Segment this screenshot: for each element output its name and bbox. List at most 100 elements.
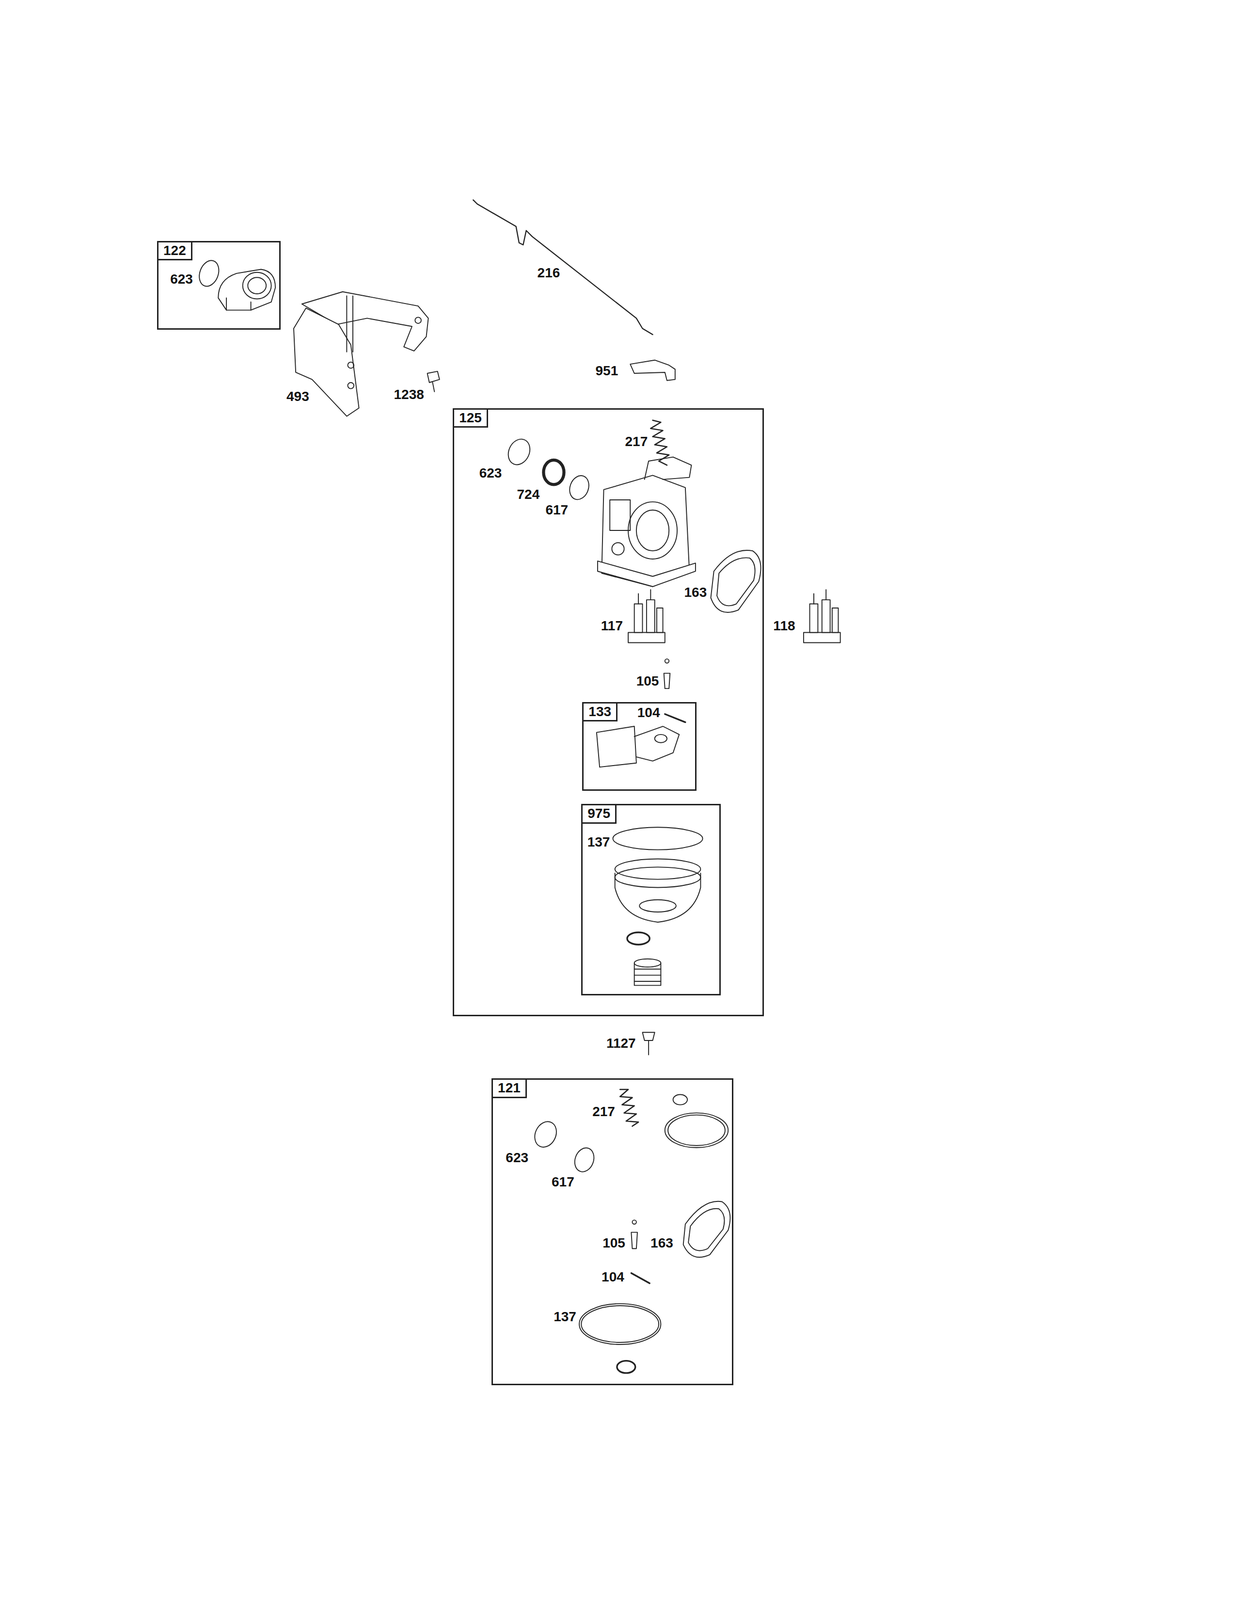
callout-number: 617 xyxy=(551,1174,575,1190)
gasket-part xyxy=(710,550,761,613)
callout-number: 105 xyxy=(636,673,660,689)
float-bowl-part xyxy=(615,858,701,880)
kit-parts xyxy=(631,1232,638,1249)
jet-part xyxy=(664,673,671,689)
callout-number: 493 xyxy=(286,389,310,405)
solenoid-part xyxy=(656,607,664,633)
o-ring-part xyxy=(504,435,534,468)
jet-part xyxy=(664,658,671,689)
callout-number: 216 xyxy=(537,265,561,281)
parts-kit-box: 125217623724617163117105133104975137 xyxy=(452,408,764,1016)
solenoid-part xyxy=(809,603,819,633)
link-part xyxy=(630,360,676,381)
parts-kit-box: 122 623 xyxy=(157,240,281,330)
carburetor-body xyxy=(628,501,678,559)
kit-parts xyxy=(683,1201,731,1257)
callout-number: 1238 xyxy=(394,387,425,403)
solenoid-part xyxy=(646,599,655,633)
carburetor-body xyxy=(597,560,696,587)
kit-parts xyxy=(571,1144,598,1174)
callout-number: 118 xyxy=(773,618,795,634)
kit-parts xyxy=(631,1272,650,1284)
kit-parts xyxy=(665,1112,729,1148)
fitting-part xyxy=(218,269,276,310)
callout-number: 1127 xyxy=(606,1035,636,1051)
kit-number: 125 xyxy=(454,409,489,428)
gasket-part xyxy=(710,550,761,613)
bracket-part xyxy=(346,295,353,352)
callout-number: 617 xyxy=(545,502,569,518)
bolt-part xyxy=(642,1031,655,1041)
solenoid-part xyxy=(628,632,666,643)
bracket-part xyxy=(347,362,354,369)
float-part xyxy=(596,713,686,767)
bracket-part xyxy=(347,382,354,389)
kit-parts xyxy=(632,1219,636,1224)
callout-number: 163 xyxy=(650,1235,674,1251)
fitting-part xyxy=(247,277,267,294)
callout-number: 117 xyxy=(601,618,623,634)
o-ring-part xyxy=(543,459,564,485)
callout-number: 137 xyxy=(587,834,611,850)
link-part xyxy=(630,360,676,381)
kit-parts xyxy=(530,1117,561,1151)
bolt-part xyxy=(427,371,440,392)
float-bowl-part xyxy=(612,826,703,850)
kit-number: 975 xyxy=(582,805,617,824)
bolt-part xyxy=(642,1031,655,1055)
solenoid-part xyxy=(813,589,826,604)
governor-wire xyxy=(473,199,653,335)
o-ring-part xyxy=(566,472,593,502)
carburetor-body xyxy=(609,499,631,531)
callout-number: 951 xyxy=(595,363,618,379)
float-bowl-part xyxy=(634,958,662,967)
callout-number: 623 xyxy=(505,1150,529,1166)
callout-number: 163 xyxy=(684,585,708,601)
float-part xyxy=(596,726,637,767)
solenoid-part xyxy=(634,603,643,633)
gasket-part xyxy=(716,557,756,606)
float-part xyxy=(634,726,680,761)
callout-number: 623 xyxy=(170,271,193,287)
fitting-part xyxy=(195,257,276,311)
float-bowl-part xyxy=(612,826,703,985)
kit-number: 121 xyxy=(492,1079,527,1098)
o-ring-part xyxy=(504,435,592,503)
callout-number: 724 xyxy=(516,487,540,503)
kit-parts xyxy=(619,1089,639,1126)
parts-kit-box: 133104 xyxy=(582,701,697,791)
callout-number: 217 xyxy=(592,1104,616,1120)
fitting-part xyxy=(242,272,272,300)
parts-kit-box: 975 137 xyxy=(581,803,721,996)
parts-kit-box: 121217623617105163104137 xyxy=(491,1077,734,1385)
kit-parts xyxy=(579,1303,661,1345)
carburetor-body xyxy=(611,542,624,555)
float-bowl-part xyxy=(615,866,701,888)
bolt-part xyxy=(648,1040,650,1055)
part-drawing xyxy=(195,199,840,1373)
solenoid-part xyxy=(832,607,839,633)
callout-number: 137 xyxy=(553,1309,577,1325)
kit-number: 122 xyxy=(158,242,193,261)
kit-number: 133 xyxy=(583,703,618,722)
bracket-part xyxy=(293,291,429,417)
governor-wire xyxy=(473,199,653,335)
solenoid-part xyxy=(803,632,841,643)
float-bowl-part xyxy=(639,899,677,912)
carburetor-body xyxy=(636,509,669,551)
jet-part xyxy=(665,658,669,663)
solenoid-part xyxy=(822,599,831,633)
callout-number: 104 xyxy=(601,1269,625,1285)
solenoid-part xyxy=(628,589,666,643)
callout-number: 217 xyxy=(625,434,649,450)
solenoid-part xyxy=(803,589,841,643)
bolt-part xyxy=(427,371,440,383)
kit-parts xyxy=(581,1305,659,1343)
fitting-part xyxy=(195,257,222,289)
bracket-part xyxy=(414,316,422,324)
kit-parts xyxy=(617,1360,636,1373)
